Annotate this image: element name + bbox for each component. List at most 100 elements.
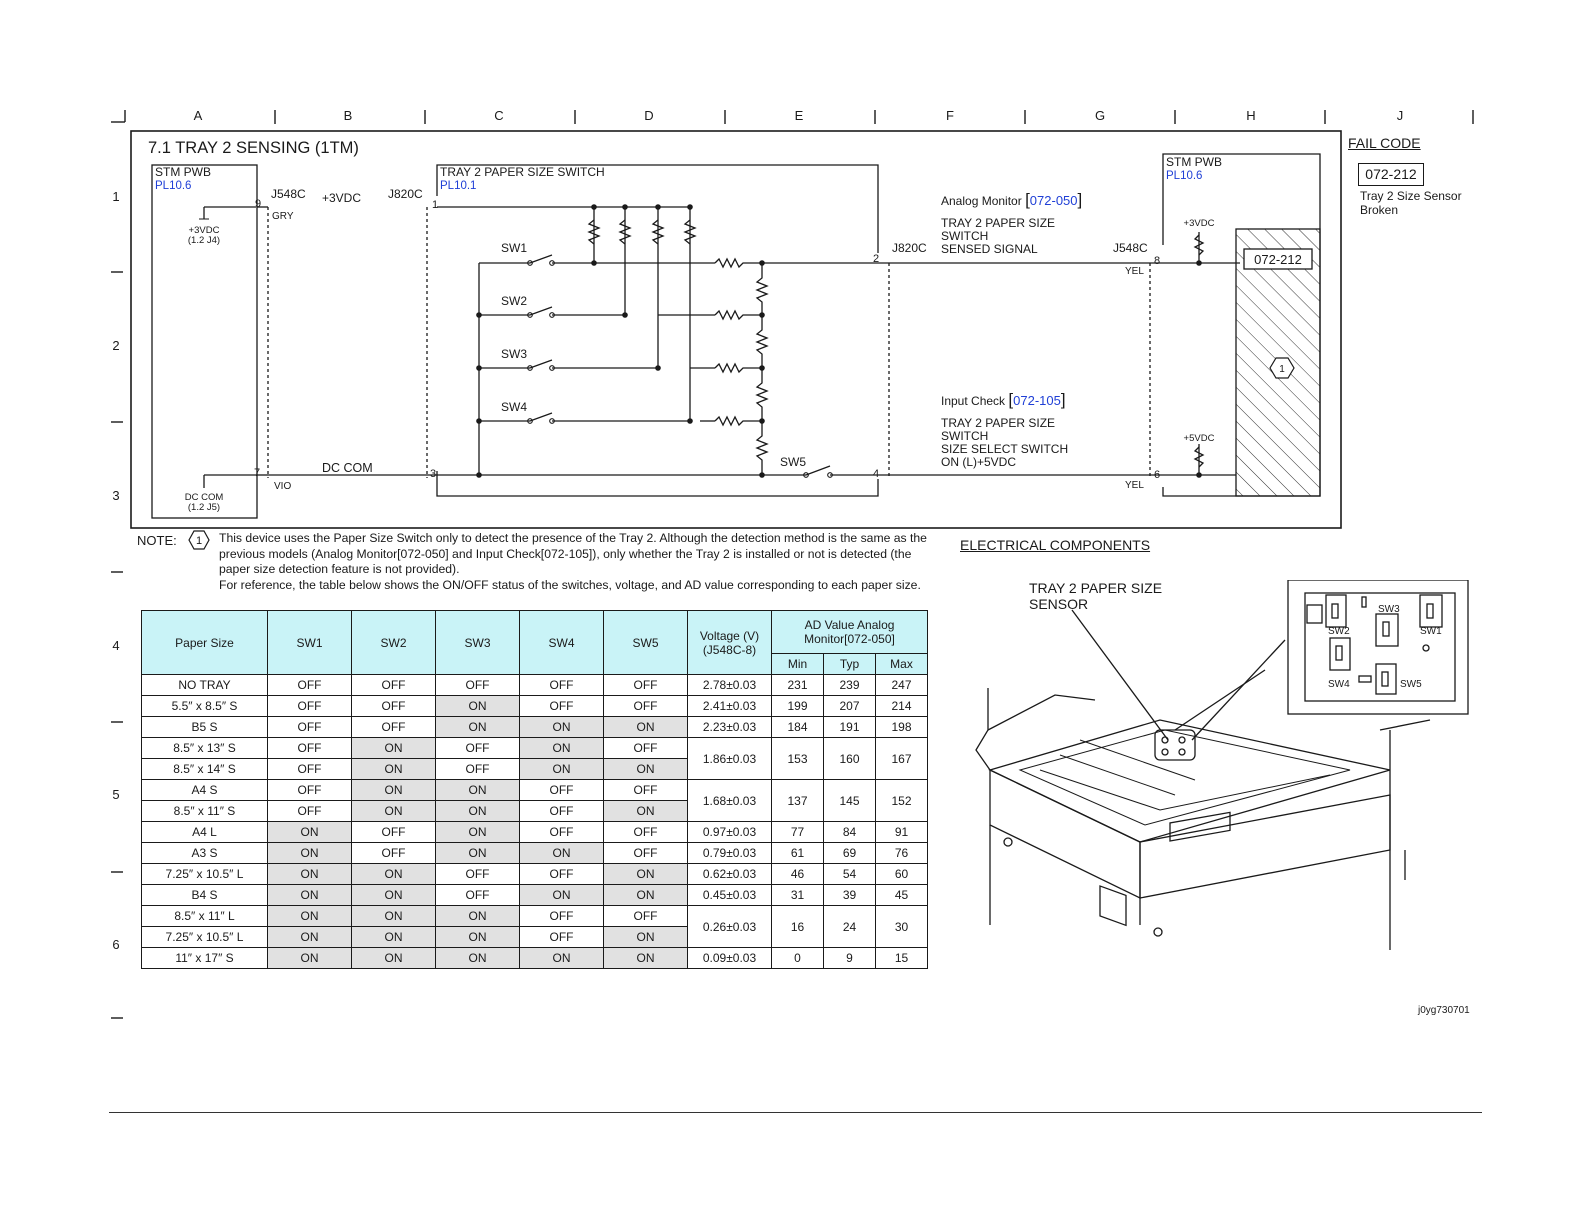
cell-voltage: 0.45±0.03 [687,884,772,906]
cell-switch-state: ON [435,947,520,969]
cell-switch-state: ON [351,947,436,969]
cell-voltage: 0.09±0.03 [687,947,772,969]
cell-paper-size: NO TRAY [141,674,268,696]
cell-paper-size: A4 L [141,821,268,843]
cell-min: 16 [771,905,824,948]
cell-voltage: 0.26±0.03 [687,905,772,948]
cell-min: 46 [771,863,824,885]
wire-color-yel: YEL [1125,266,1144,277]
cell-switch-state: OFF [603,821,688,843]
cell-switch-state: ON [603,800,688,822]
cell-voltage: 1.86±0.03 [687,737,772,780]
cell-paper-size: 8.5″ x 11″ L [141,905,268,927]
cell-switch-state: OFF [351,695,436,717]
grid-col-label: J [1397,108,1404,123]
cell-switch-state: OFF [603,905,688,927]
switch-label-sw5: SW5 [780,455,806,469]
cell-max: 60 [875,863,928,885]
cell-voltage: 1.68±0.03 [687,779,772,822]
cell-min: 231 [771,674,824,696]
cell-paper-size: 7.25″ x 10.5″ L [141,863,268,885]
cell-switch-state: ON [603,863,688,885]
svg-text:Input Check [072-105]: Input Check [072-105] [941,390,1066,409]
analog-monitor-code: 072-050 [1030,193,1078,208]
inset-label-sw1: SW1 [1420,626,1442,637]
cell-switch-state: ON [351,884,436,906]
pin-label: 4 [873,468,879,480]
cell-max: 247 [875,674,928,696]
cell-typ: 239 [823,674,876,696]
pin-label: 8 [1154,255,1160,267]
pin-label: 1 [432,199,438,211]
grid-col-label: F [946,108,954,123]
fail-code-title: FAIL CODE [1348,135,1421,151]
header-voltage: Voltage (V) (J548C-8) [687,610,772,675]
header-ad-value: AD Value Analog Monitor[072-050] [771,610,928,654]
right-3vdc: +3VDC [1184,218,1215,229]
inset-label-sw3: SW3 [1378,604,1400,615]
electrical-components-title: ELECTRICAL COMPONENTS [960,537,1151,553]
note-text-1: This device uses the Paper Size Switch o… [219,531,927,577]
cell-typ: 69 [823,842,876,864]
cell-typ: 145 [823,779,876,822]
cell-switch-state: OFF [267,674,352,696]
cell-switch-state: ON [435,695,520,717]
cell-switch-state: OFF [603,842,688,864]
pin-label: 9 [255,198,261,210]
header-max: Max [875,653,928,675]
footer-divider [109,1112,1482,1113]
cell-switch-state: OFF [519,926,604,948]
left-stm-pwb [151,164,258,519]
cell-switch-state: OFF [351,716,436,738]
tray-illustration: SW3 SW2 SW1 SW4 SW5 [975,580,1469,950]
cell-switch-state: ON [351,926,436,948]
cell-switch-state: OFF [351,821,436,843]
grid-col-label: G [1095,108,1105,123]
voltage-3vdc: +3VDC [322,191,361,205]
paper-size-table: Paper Size SW1 SW2 SW3 SW4 SW5 Voltage (… [141,610,928,969]
cell-typ: 54 [823,863,876,885]
dc-com-label: DC COM [322,461,373,475]
right-stm-pwb [1162,153,1321,497]
cell-switch-state: ON [267,821,352,843]
header-sw3: SW3 [435,610,520,675]
signal2-line: TRAY 2 PAPER SIZE [941,416,1055,430]
header-sw4: SW4 [519,610,604,675]
switch-label-sw3: SW3 [501,347,527,361]
signal2-line: SWITCH [941,429,988,443]
header-paper-size: Paper Size [141,610,268,675]
cell-switch-state: ON [603,947,688,969]
cell-switch-state: OFF [267,758,352,780]
cell-switch-state: OFF [435,674,520,696]
header-sw2: SW2 [351,610,436,675]
grid-col-label: A [194,108,203,123]
cell-voltage: 2.78±0.03 [687,674,772,696]
left-3vdc-ref: (1.2 J4) [188,235,220,246]
pin-label: 2 [873,253,879,265]
cell-switch-state: OFF [603,674,688,696]
grid-row-label: 3 [112,488,119,503]
cell-switch-state: OFF [435,884,520,906]
cell-voltage: 0.62±0.03 [687,863,772,885]
grid-row-label: 1 [112,189,119,204]
left-3vdc-label: +3VDC [189,225,220,236]
switch-block-name: TRAY 2 PAPER SIZE SWITCH [440,165,605,179]
cell-voltage: 0.79±0.03 [687,842,772,864]
wire-color-gry: GRY [272,211,294,222]
cell-typ: 24 [823,905,876,948]
cell-switch-state: ON [435,800,520,822]
cell-min: 184 [771,716,824,738]
cell-paper-size: B4 S [141,884,268,906]
cell-typ: 160 [823,737,876,780]
cell-paper-size: B5 S [141,716,268,738]
cell-switch-state: ON [267,884,352,906]
connector-j548c-right: J548C [1113,241,1148,255]
cell-voltage: 2.23±0.03 [687,716,772,738]
right-5vdc: +5VDC [1184,433,1215,444]
